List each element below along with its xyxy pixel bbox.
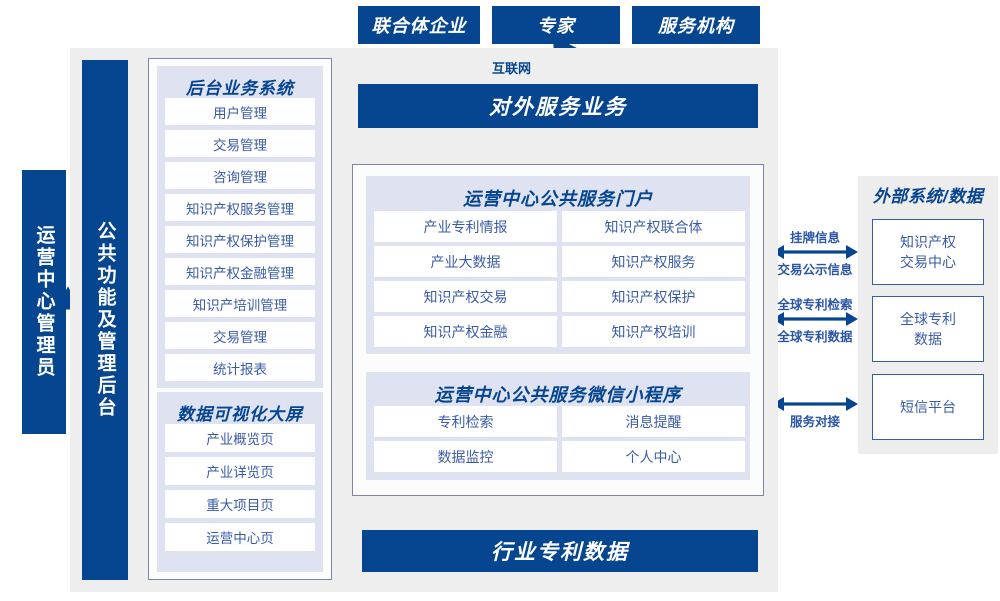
top-actor-service-agency[interactable]: 服务机构 <box>632 6 760 44</box>
backend-item-ip-training-management[interactable]: 知识产培训管理 <box>165 290 315 317</box>
data-visualization-title: 数据可视化大屏 <box>177 405 303 424</box>
top-actor-alliance-enterprise[interactable]: 联合体企业 <box>358 6 480 44</box>
backend-item-user-management[interactable]: 用户管理 <box>165 98 315 125</box>
left-column-operations-admin[interactable]: 运营中心管理员 <box>22 170 66 434</box>
backend-item-statistics-report[interactable]: 统计报表 <box>165 354 315 381</box>
miniprogram-item-data-monitoring[interactable]: 数据监控 <box>374 441 557 472</box>
backend-item-ip-protection-management[interactable]: 知识产权保护管理 <box>165 226 315 253</box>
portal-item-ip-alliance[interactable]: 知识产权联合体 <box>562 211 745 242</box>
dataviz-item-major-projects[interactable]: 重大项目页 <box>165 490 315 518</box>
connector-label-global-patent-search: 全球专利检索 <box>777 298 853 312</box>
portal-item-ip-transaction[interactable]: 知识产权交易 <box>374 281 557 312</box>
connector-label-service-integration: 服务对接 <box>789 415 840 429</box>
dataviz-item-industry-overview[interactable]: 产业概览页 <box>165 424 315 452</box>
backend-system-title: 后台业务系统 <box>186 79 294 98</box>
dataviz-item-industry-detail[interactable]: 产业详览页 <box>165 457 315 485</box>
miniprogram-item-personal-center[interactable]: 个人中心 <box>562 441 745 472</box>
industry-patent-data-bar[interactable]: 行业专利数据 <box>362 530 758 572</box>
external-box-ip-trading-center[interactable] <box>872 219 984 285</box>
backend-item-transaction-management-2[interactable]: 交易管理 <box>165 322 315 349</box>
miniprogram-item-patent-search[interactable]: 专利检索 <box>374 406 557 437</box>
external-service-bar[interactable]: 对外服务业务 <box>358 84 758 128</box>
internet-label: 互联网 <box>492 61 532 76</box>
miniprogram-title: 运营中心公共服务微信小程序 <box>434 385 682 405</box>
portal-item-ip-finance[interactable]: 知识产权金融 <box>374 316 557 347</box>
portal-item-ip-service[interactable]: 知识产权服务 <box>562 246 745 277</box>
public-portal-title: 运营中心公共服务门户 <box>463 189 653 209</box>
external-systems-title: 外部系统/数据 <box>872 187 984 206</box>
portal-item-ip-protection[interactable]: 知识产权保护 <box>562 281 745 312</box>
backend-item-consultation-management[interactable]: 咨询管理 <box>165 162 315 189</box>
dataviz-item-operations-center[interactable]: 运营中心页 <box>165 523 315 551</box>
top-actor-expert[interactable]: 专家 <box>492 6 620 44</box>
connector-label-listing-info: 挂牌信息 <box>789 231 840 245</box>
backend-item-ip-service-management[interactable]: 知识产权服务管理 <box>165 194 315 221</box>
portal-item-industry-bigdata[interactable]: 产业大数据 <box>374 246 557 277</box>
backend-item-ip-finance-management[interactable]: 知识产权金融管理 <box>165 258 315 285</box>
connector-label-global-patent-data: 全球专利数据 <box>777 330 853 344</box>
external-box-sms-platform[interactable] <box>872 374 984 440</box>
connector-label-transaction-disclosure: 交易公示信息 <box>777 263 853 277</box>
miniprogram-item-message-reminder[interactable]: 消息提醒 <box>562 406 745 437</box>
portal-item-industry-patent-intel[interactable]: 产业专利情报 <box>374 211 557 242</box>
left-column-common-functions[interactable]: 公共功能及管理后台 <box>82 60 128 580</box>
external-box-global-patent-data[interactable] <box>872 296 984 362</box>
backend-item-transaction-management[interactable]: 交易管理 <box>165 130 315 157</box>
portal-item-ip-training[interactable]: 知识产权培训 <box>562 316 745 347</box>
